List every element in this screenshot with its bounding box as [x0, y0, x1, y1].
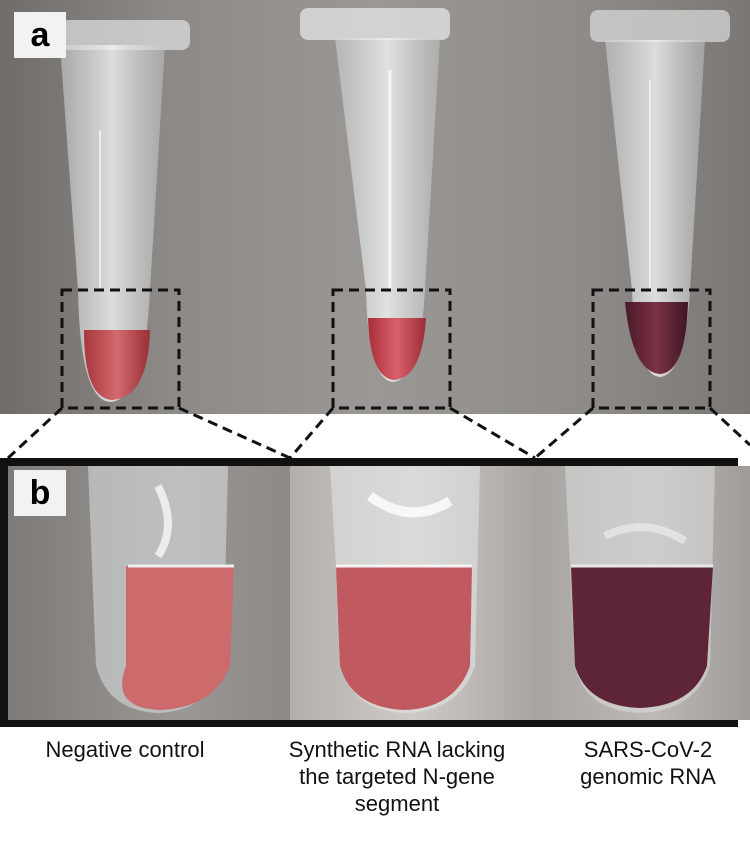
zoom-box-3: [591, 288, 712, 410]
tube-cap: [590, 10, 730, 42]
panel-a-tubes: [60, 8, 730, 410]
tube-cap: [60, 20, 190, 50]
tube-liquid: [84, 330, 150, 400]
caption-negative-control: Negative control: [45, 737, 205, 762]
zoom-box-1: [60, 288, 181, 410]
zoom-panel-synthetic-rna: [290, 466, 535, 720]
tube-cap: [300, 8, 450, 40]
tube-liquid: [368, 318, 426, 380]
panel-a-label: a: [14, 12, 66, 58]
zoom-panel-sars-cov-2: [535, 466, 750, 720]
tube-synthetic-rna: [300, 8, 450, 382]
caption-sars-cov-2: SARS-CoV-2 genomic RNA: [580, 737, 716, 789]
zoom-box-2: [331, 288, 452, 410]
tube-negative-control: [60, 20, 190, 402]
tube-body: [60, 45, 165, 402]
tube-sars-cov-2: [590, 10, 730, 377]
caption-synthetic-rna: Synthetic RNA lacking the targeted N-gen…: [288, 737, 506, 816]
tube-body: [335, 38, 440, 382]
tube-liquid: [625, 302, 688, 374]
tube-body: [605, 40, 705, 377]
panel-b-label: b: [14, 470, 66, 516]
zoom-connector-lines: [6, 406, 750, 460]
photo-panel-a: a: [0, 0, 750, 414]
